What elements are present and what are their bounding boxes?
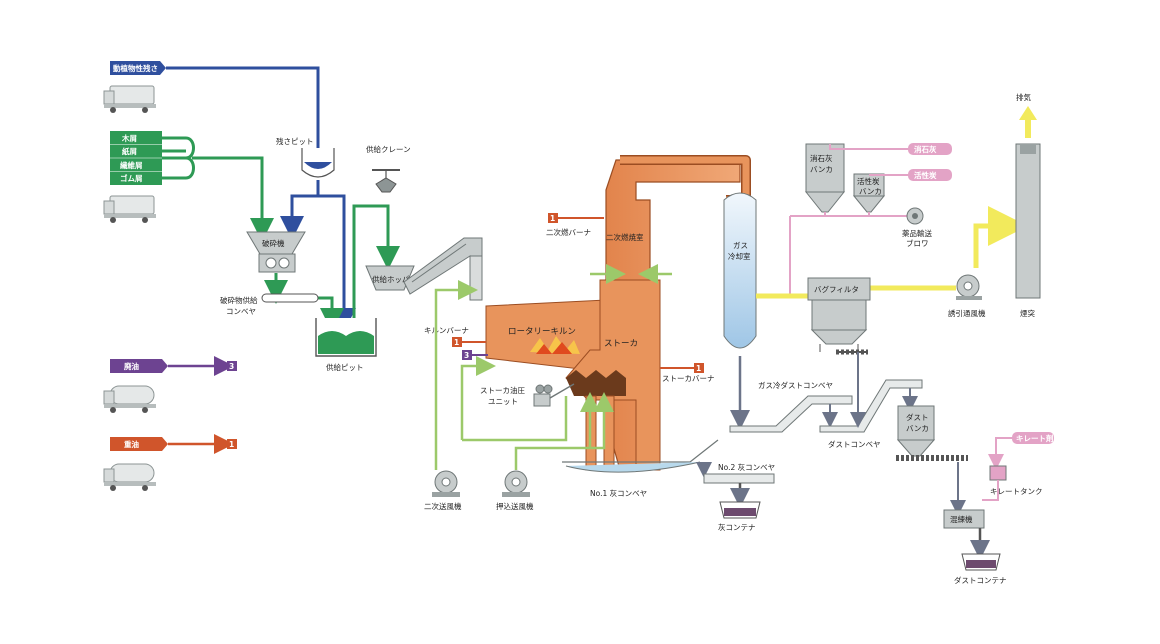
dust-bunker-label-1: ダスト (906, 412, 929, 422)
chelate-system: キレート剤 キレートタンク (982, 432, 1054, 501)
stoker-burner: 1 ストーカバーナ (660, 363, 715, 383)
gas-cooler: ガス 冷却室 (723, 192, 757, 430)
animal-residue-tag: 動植物性残さ (110, 61, 166, 75)
secondary-fan-label: 二次送風機 (424, 501, 462, 511)
slaked-lime-label-2: バンカ (810, 165, 833, 174)
mixed-waste-tags: 木屑 紙屑 繊維屑 ゴム屑 (110, 131, 162, 185)
supply-pit: 供給ピット (315, 318, 377, 372)
chem-blower-label-1: 薬品輸送 (902, 228, 932, 238)
dust-container-label: ダストコンテナ (954, 575, 1007, 585)
paper-label: 紙屑 (122, 146, 137, 156)
secondary-fan: 二次送風機 (424, 470, 462, 511)
chelate-agent-label: キレート剤 (1016, 433, 1054, 443)
wood-label: 木屑 (121, 133, 137, 143)
activated-carbon-label-1: 活性炭 (857, 176, 880, 186)
flue-gas-line (756, 206, 1028, 299)
tanker-truck-icon (103, 463, 156, 491)
mixer: 混練機 ダストコンテナ (943, 509, 1007, 585)
waste-oil-tag: 廃油 3 (110, 356, 237, 376)
animal-residue-label: 動植物性残さ (113, 63, 158, 73)
crusher: 破砕機 (246, 231, 306, 273)
mixed-waste-feed-line (162, 136, 400, 332)
fiber-label: 繊維屑 (120, 160, 143, 170)
ash-conveyor-2: No.2 灰コンベヤ 灰コンテナ (696, 462, 775, 532)
secondary-burner-tag: 1 (550, 214, 555, 223)
push-fan: 押込送風機 (496, 470, 534, 511)
ash-conveyor-2-label: No.2 灰コンベヤ (718, 462, 775, 472)
kiln-burner-label: キルンバーナ (424, 326, 469, 335)
activated-carbon-label-2: バンカ (859, 187, 882, 196)
ash-container-label: 灰コンテナ (718, 522, 756, 532)
lime-tag-label: 消石灰 (914, 144, 937, 154)
waste-oil-number: 3 (229, 362, 234, 371)
gas-cooler-dust-conveyor-label: ガス冷ダストコンベヤ (758, 380, 833, 390)
stoker-label: ストーカ (604, 339, 638, 349)
stack: 煙突 排気 (1015, 92, 1041, 318)
slaked-lime-label-1: 消石灰 (810, 153, 833, 163)
supply-hopper-label: 供給ホッパ (372, 274, 410, 284)
slaked-lime-bunker: 消石灰 バンカ (804, 143, 846, 213)
secondary-burner-label: 二次燃バーナ (546, 227, 591, 237)
supply-hopper: 供給ホッパ (365, 237, 483, 301)
bag-filter-label: バグフィルタ (814, 284, 859, 294)
heavy-oil-label: 重油 (124, 439, 139, 449)
carbon-tag-label: 活性炭 (914, 170, 937, 180)
rotary-kiln-label: ロータリーキルン (508, 327, 576, 337)
chelate-tank-label: キレートタンク (990, 487, 1043, 496)
dust-conveyor: ダストコンベヤ (819, 352, 923, 449)
dust-conveyor-label: ダストコンベヤ (828, 439, 881, 449)
kiln-burner-tag: 1 (454, 338, 459, 347)
supply-pit-label: 供給ピット (326, 362, 364, 372)
stoker-burner-label: ストーカバーナ (662, 374, 715, 383)
kiln-oil-tag: 3 (464, 351, 469, 360)
tanker-truck-icon (103, 385, 156, 413)
crushed-material-conveyor: 破砕物供給 コンベヤ (220, 293, 319, 316)
heavy-oil-tag: 重油 1 (110, 434, 237, 454)
gas-cooler-label-2: 冷却室 (728, 251, 751, 261)
crushed-conveyor-label-1: 破砕物供給 (220, 295, 258, 305)
gas-cooler-label-1: ガス (733, 240, 748, 250)
dust-bunker: ダスト バンカ (896, 405, 968, 516)
ash-conveyor-1-label: No.1 灰コンベヤ (590, 488, 647, 498)
induced-fan-label: 誘引通風機 (948, 308, 986, 318)
push-fan-label: 押込送風機 (496, 501, 534, 511)
activated-carbon-bunker: 活性炭 バンカ (852, 173, 886, 213)
truck-icon (103, 195, 156, 223)
residue-pit-label: 残さピット (276, 136, 314, 146)
exhaust-label: 排気 (1016, 92, 1032, 102)
stoker-hydraulic-label-1: ストーカ油圧 (480, 385, 525, 395)
stoker-burner-tag: 1 (696, 364, 701, 373)
gas-cooler-dust-conveyor: ガス冷ダストコンベヤ (729, 380, 853, 433)
chemical-supply-tags: 消石灰 活性炭 (789, 143, 952, 296)
induced-draft-fan: 誘引通風機 (948, 274, 986, 318)
ash-conveyor-1: No.1 灰コンベヤ (562, 439, 719, 498)
bag-filter: バグフィルタ (807, 277, 871, 355)
supply-crane: 供給クレーン (366, 144, 411, 193)
residue-pit: 残さピット (276, 136, 335, 178)
supply-crane-label: 供給クレーン (366, 144, 411, 154)
residue-feed-line (166, 66, 356, 332)
crushed-conveyor-label-2: コンベヤ (226, 307, 256, 316)
stoker-hydraulic-label-2: ユニット (488, 397, 518, 406)
crusher-label: 破砕機 (262, 238, 285, 248)
heavy-oil-number: 1 (229, 440, 234, 449)
chemical-blower: 薬品輸送 ブロワ (902, 207, 932, 248)
secondary-burner: 1 二次燃バーナ (546, 213, 604, 237)
mixer-label: 混練機 (950, 514, 973, 524)
secondary-combustion-label: 二次燃焼室 (606, 232, 644, 242)
dust-bunker-label-2: バンカ (906, 424, 929, 433)
stoker-hydraulic-unit: ストーカ油圧 ユニット (480, 383, 575, 407)
rubber-label: ゴム屑 (120, 173, 143, 183)
chem-blower-label-2: ブロワ (906, 238, 929, 248)
rotary-kiln: ロータリーキルン (485, 299, 607, 373)
truck-icon (103, 85, 156, 113)
waste-oil-label: 廃油 (124, 361, 139, 371)
kiln-burner: キルンバーナ 1 3 (424, 326, 488, 360)
stack-label: 煙突 (1020, 308, 1036, 318)
